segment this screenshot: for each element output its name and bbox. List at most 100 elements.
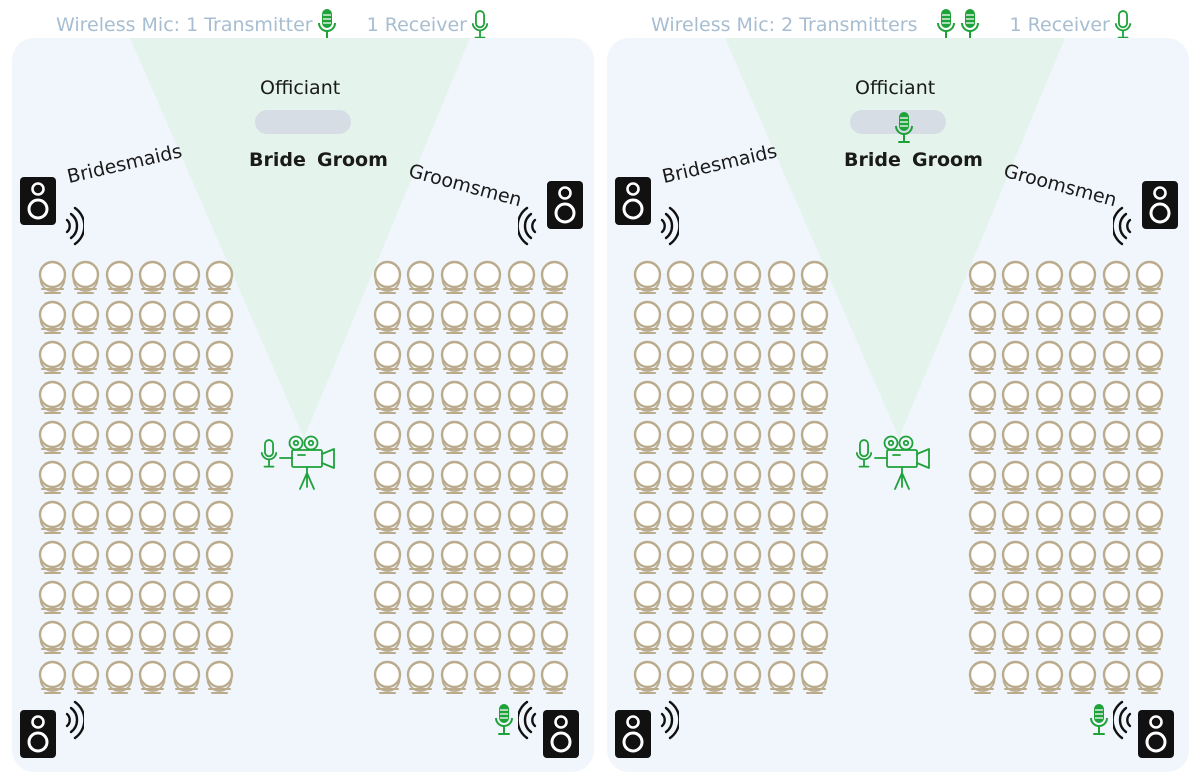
guest-seat-icon [373,500,402,540]
sound-waves-icon [64,206,86,246]
microphone-filled-icon [317,8,337,42]
transmitter-heading: Wireless Mic: 2 Transmitters [651,8,980,42]
guest-seat-icon [71,580,100,620]
guest-seat-icon [1135,540,1164,580]
guest-seat-icon [968,580,997,620]
ceremony-layout-one-transmitter: Officiant Bride Groom Bridesmaids Grooms… [12,38,594,772]
transmitter-icons [317,8,337,42]
guest-seat-icon [800,340,829,380]
guest-seat-icon [700,300,729,340]
guest-seat-icon [1068,300,1097,340]
groomsmen-label: Groomsmen [1001,160,1120,212]
bride-label: Bride [249,149,306,171]
guest-seat-icon [1068,580,1097,620]
guest-seat-icon [540,260,569,300]
guest-seat-icon [1068,380,1097,420]
guest-seat-icon [440,300,469,340]
guest-seat-icon [767,500,796,540]
speaker-icon [20,177,56,225]
guest-seat-icon [373,660,402,700]
guest-seat-icon [138,660,167,700]
guest-seating-left [38,260,234,700]
guest-seat-icon [507,500,536,540]
bride-label: Bride [844,149,901,171]
guest-seat-icon [633,420,662,460]
guest-seat-icon [205,540,234,580]
guest-seat-icon [138,420,167,460]
guest-seat-icon [473,460,502,500]
guest-seat-icon [968,460,997,500]
guest-seat-icon [540,420,569,460]
guest-seat-icon [1035,300,1064,340]
guest-seat-icon [71,500,100,540]
guest-seat-icon [1135,620,1164,660]
sound-waves-icon [1111,700,1133,740]
guest-seat-icon [1068,660,1097,700]
guest-seat-icon [700,540,729,580]
guest-seat-icon [1135,500,1164,540]
guest-seat-icon [633,500,662,540]
speaker-icon [543,710,579,758]
guest-seat-icon [1102,540,1131,580]
guest-seat-icon [540,620,569,660]
guest-seat-icon [733,380,762,420]
guest-seat-icon [633,540,662,580]
guest-seat-icon [38,580,67,620]
officiant-label: Officiant [260,77,341,99]
guest-seat-icon [1001,460,1030,500]
guest-seat-icon [1135,340,1164,380]
guest-seat-icon [800,260,829,300]
guest-seat-icon [38,380,67,420]
sound-waves-icon [1111,206,1133,246]
guest-seat-icon [105,460,134,500]
guest-seat-icon [71,340,100,380]
guest-seat-icon [1035,420,1064,460]
guest-seat-icon [507,660,536,700]
guest-seat-icon [172,460,201,500]
transmitter-text: Wireless Mic: 1 Transmitter [56,14,313,36]
guest-seat-icon [700,460,729,500]
guest-seat-icon [1068,260,1097,300]
guest-seat-icon [633,260,662,300]
ceremony-layout-two-transmitters: Officiant Bride Groom Bridesmaids Grooms… [607,38,1189,772]
guest-seat-icon [1102,660,1131,700]
guest-seat-icon [105,540,134,580]
guest-seat-icon [800,420,829,460]
guest-seat-icon [666,340,695,380]
guest-seat-icon [172,420,201,460]
guest-seat-icon [733,500,762,540]
guest-seat-icon [800,660,829,700]
guest-seat-icon [767,300,796,340]
guest-seat-icon [1001,380,1030,420]
guest-seat-icon [38,260,67,300]
guest-seat-icon [666,580,695,620]
guest-seat-icon [205,460,234,500]
guest-seat-icon [71,620,100,660]
guest-seat-icon [540,460,569,500]
guest-seat-icon [205,620,234,660]
microphone-filled-icon [960,8,980,42]
guest-seat-icon [666,660,695,700]
guest-seat-icon [71,260,100,300]
guest-seat-icon [540,580,569,620]
guest-seat-icon [1102,620,1131,660]
guest-seat-icon [172,300,201,340]
guest-seat-icon [38,460,67,500]
receiver-text: 1 Receiver [1009,14,1110,36]
guest-seat-icon [138,500,167,540]
guest-seat-icon [1135,460,1164,500]
guest-seat-icon [507,260,536,300]
guest-seat-icon [666,300,695,340]
guest-seat-icon [700,420,729,460]
guest-seat-icon [1001,660,1030,700]
guest-seat-icon [700,620,729,660]
guest-seat-icon [1001,580,1030,620]
guest-seat-icon [733,420,762,460]
guest-seat-icon [105,580,134,620]
guest-seat-icon [968,340,997,380]
guest-seat-icon [1001,420,1030,460]
guest-seat-icon [968,660,997,700]
guest-seat-icon [800,500,829,540]
guest-seat-icon [172,340,201,380]
guest-seat-icon [1102,500,1131,540]
